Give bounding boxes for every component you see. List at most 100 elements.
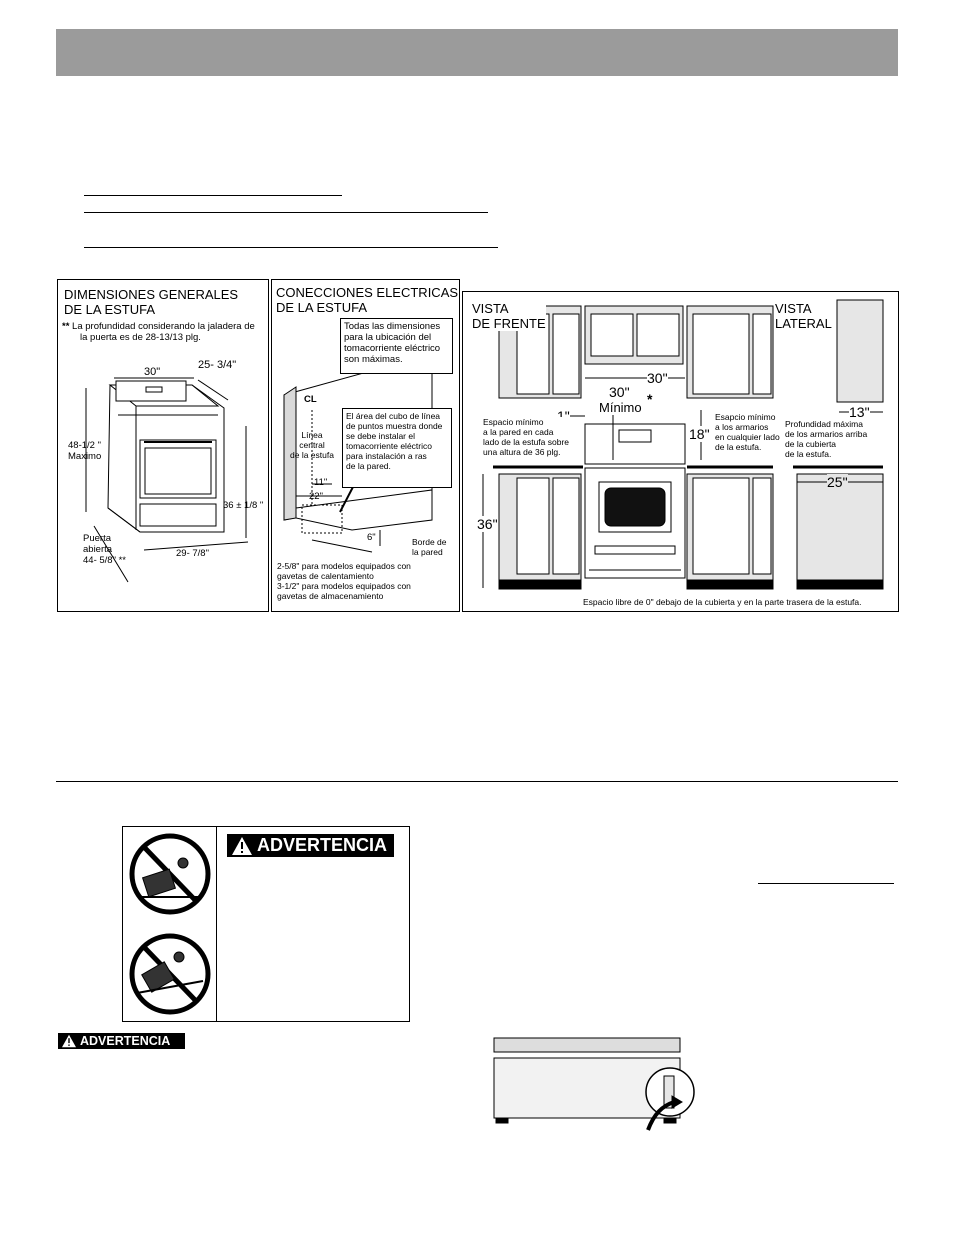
panel1-title-line1: DIMENSIONES GENERALES [64, 287, 239, 302]
warning-badge-2: ADVERTENCIA [58, 1033, 185, 1049]
right-note: Profundidad máxima de los armarios arrib… [785, 419, 868, 459]
wall-edge-label: Borde de la pared [412, 537, 447, 557]
door-open-label: Puerta abierta 44- 5/8" ** [83, 533, 126, 566]
underline-rule [84, 195, 342, 196]
cl-line2: central [299, 440, 325, 450]
left-note-line3: lado de la estufa sobre [483, 437, 570, 447]
warning-badge-2-label: ADVERTENCIA [80, 1034, 171, 1048]
front-view-line2: DE FRENTE [472, 316, 546, 331]
mid-note-line4: de la estufa. [715, 442, 762, 452]
underline-rule [84, 247, 498, 248]
callout-dotted-area: El área del cubo de línea de puntos mues… [342, 408, 452, 488]
range-diagram [85, 377, 249, 583]
warning-triangle-icon [62, 1034, 76, 1048]
dim-bottom: 29- 7/8" [176, 548, 209, 559]
box2-line5: para instalación a ras [346, 451, 427, 461]
min-label: Mínimo [599, 400, 642, 415]
panel2-title: CONECCIONES ELECTRICAS DE LA ESTUFA [276, 285, 458, 315]
box1-line1: Todas las dimensiones [344, 321, 441, 332]
cl-line1: Línea [301, 430, 323, 440]
panel1-note: ** La profundidad considerando la jalade… [62, 321, 267, 343]
panel-dimensions: DIMENSIONES GENERALES DE LA ESTUFA ** La… [57, 279, 269, 612]
warning-badge-label: ADVERTENCIA [257, 835, 388, 855]
callout-max-dims: Todas las dimensiones para la ubicación … [340, 318, 453, 374]
note-line2: la puerta es de 28-13/13 plg. [80, 332, 201, 343]
right-note-line4: de la estufa. [785, 449, 832, 459]
box1-line4: son máximas. [344, 354, 403, 365]
centerline-symbol: CL [304, 394, 317, 405]
dim-11: 11" [314, 477, 328, 488]
box1-line3: tomacorriente eléctrico [344, 343, 441, 354]
star-mark: * [647, 391, 653, 407]
mid-note: Esapcio mínimo a los armarios en cualqui… [715, 412, 780, 452]
right-note-line1: Profundidad máxima [785, 419, 863, 429]
note-line1: La profundidad considerando la jaladera … [72, 321, 255, 332]
dim-depth: 25- 3/4" [198, 359, 237, 371]
box2-line4: tomacorriente eléctrico [346, 441, 432, 451]
dim-36: 36" [477, 516, 498, 532]
centerline-label: Línea central de la estufa [286, 430, 338, 460]
box2-line2: de puntos muestra donde [346, 421, 443, 431]
warning-divider [216, 827, 217, 1021]
dim-30: 30" [647, 370, 668, 386]
dim-width: 30" [144, 366, 161, 378]
dim-height-max-value: 48-1/2 " [68, 440, 101, 451]
side-view-label: VISTA LATERAL [775, 301, 832, 331]
panel1-title: DIMENSIONES GENERALES DE LA ESTUFA [64, 287, 238, 317]
box2-line6: de la pared. [346, 461, 391, 471]
header-bar [56, 29, 898, 76]
right-note-line2: de los armarios arriba [785, 429, 868, 439]
mid-note-line3: en cualquier lado [715, 432, 780, 442]
drawer-illustration [493, 1037, 695, 1131]
panel-clearances: VISTA DE FRENTE VISTA LATERAL 30" 30" Mí… [462, 291, 899, 612]
right-note-line3: de la cubierta [785, 439, 837, 449]
front-view-line1: VISTA [472, 301, 509, 316]
box2-line3: se debe instalar el [346, 431, 415, 441]
mid-note-line1: Esapcio mínimo [715, 412, 776, 422]
dim-22: 22" [309, 491, 323, 502]
wall-edge-line1: Borde de [412, 537, 447, 547]
box2-line1: El área del cubo de línea [346, 411, 441, 421]
left-note-line4: una altura de 36 plg. [483, 447, 561, 457]
bottom-note: Espacio libre de 0" debajo de la cubiert… [583, 597, 862, 607]
dim-height-max: 48-1/2 " Maximo [68, 440, 101, 462]
panel2-title-line2: DE LA ESTUFA [276, 300, 368, 315]
dim-13: 13" [849, 404, 870, 420]
foot-line2: gavetas de calentamiento [277, 571, 374, 581]
warning-box: ADVERTENCIA [122, 826, 410, 1022]
foot-line4: gavetas de almacenamiento [277, 591, 384, 601]
door-open-value: 44- 5/8" ** [83, 555, 126, 566]
warning-triangle-icon [232, 836, 252, 855]
panel-electrical: CONECCIONES ELECTRICAS DE LA ESTUFA Toda… [271, 279, 460, 612]
foot-line1: 2-5/8" para modelos equipados con [277, 561, 411, 571]
dim-height: 36 ± 1/8 " [223, 500, 264, 511]
mid-note-line2: a los armarios [715, 422, 769, 432]
no-tip-icons [129, 833, 211, 1015]
door-open-line1: Puerta [83, 533, 111, 544]
front-view-label: VISTA DE FRENTE [472, 301, 546, 331]
left-note-line2: a la pared en cada [483, 427, 554, 437]
cl-line3: de la estufa [290, 450, 334, 460]
dim-height-max-label: Maximo [68, 451, 102, 462]
underline-rule [758, 883, 894, 884]
side-view-line2: LATERAL [775, 316, 832, 331]
panel1-title-line2: DE LA ESTUFA [64, 302, 156, 317]
kitchen-diagram [482, 299, 884, 590]
door-open-line2: abierta [83, 544, 113, 555]
box1-line2: para la ubicación del [344, 332, 432, 343]
dim-18: 18" [689, 426, 710, 442]
dim-25: 25" [827, 474, 848, 490]
side-view-line1: VISTA [775, 301, 812, 316]
footnote: 2-5/8" para modelos equipados con gaveta… [277, 561, 411, 601]
panel2-title-line1: CONECCIONES ELECTRICAS [276, 285, 459, 300]
section-divider [56, 781, 898, 782]
warning-badge: ADVERTENCIA [227, 834, 394, 857]
foot-line3: 3-1/2" para modelos equipados con [277, 581, 411, 591]
note-stars: ** [62, 321, 70, 332]
left-note: Espacio mínimo a la pared en cada lado d… [483, 417, 570, 457]
wall-edge-line2: la pared [412, 547, 443, 557]
dim-6: 6" [367, 532, 376, 543]
left-note-line1: Espacio mínimo [483, 417, 544, 427]
dim-30-min: 30" [609, 384, 630, 400]
underline-rule [84, 212, 488, 213]
